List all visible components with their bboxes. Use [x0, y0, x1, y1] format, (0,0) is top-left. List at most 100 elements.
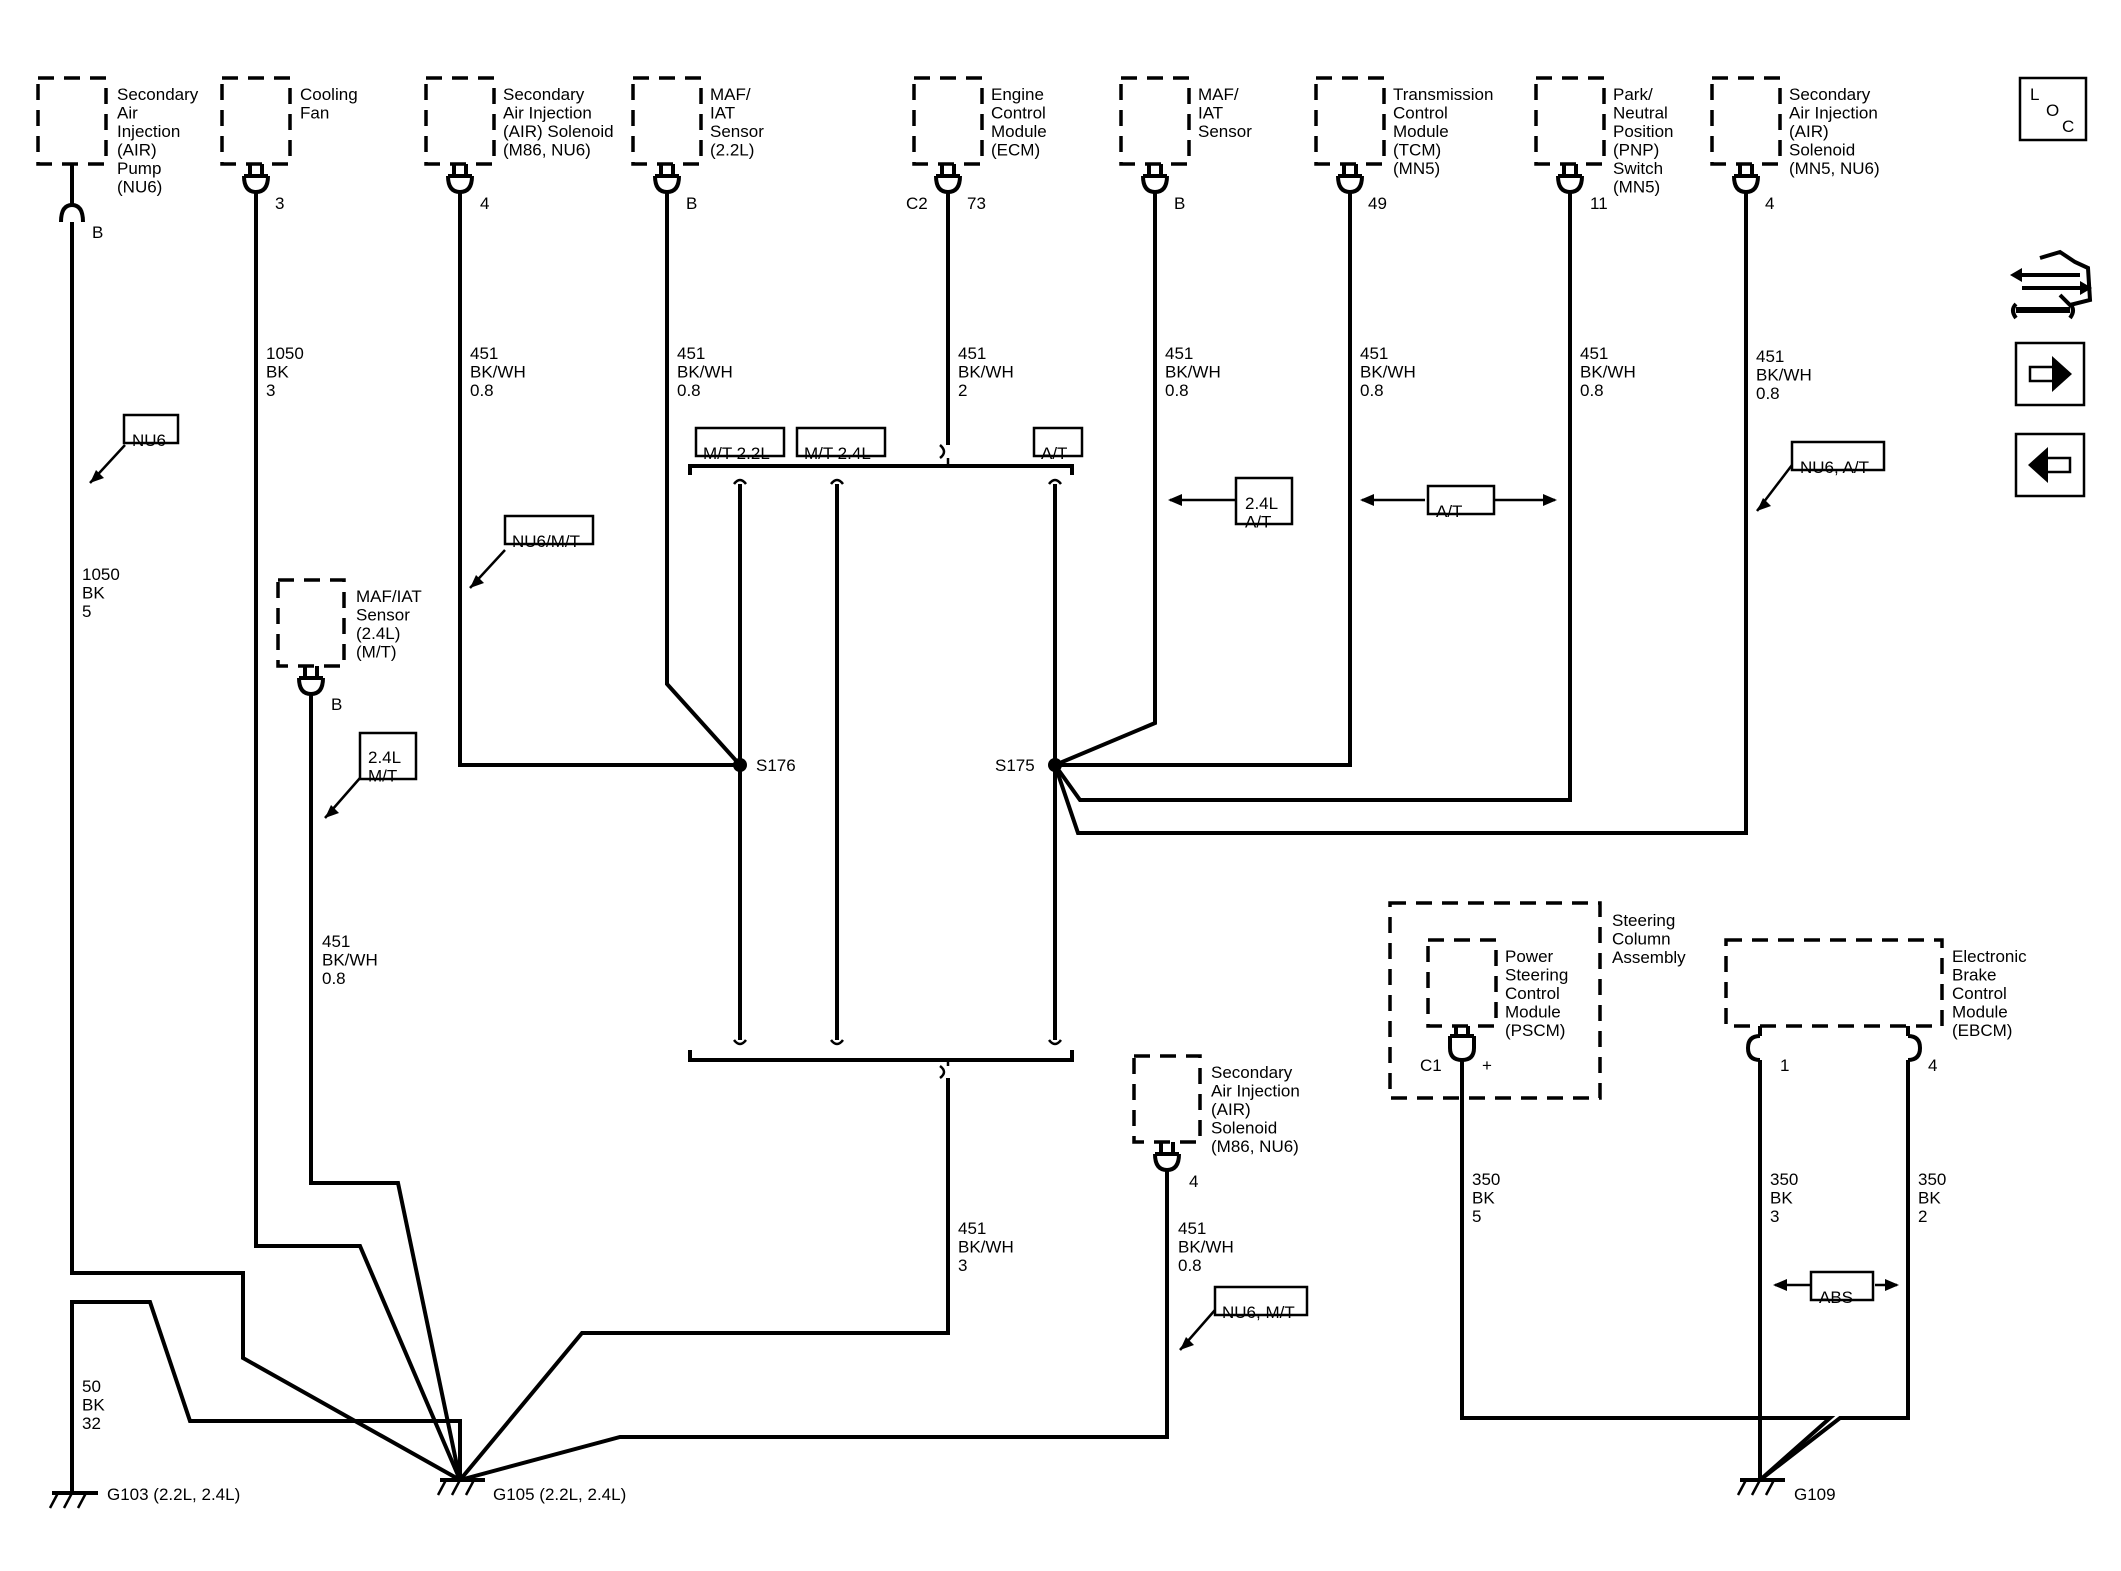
component-label: Pump [117, 159, 161, 178]
component-label: MAF/ [1198, 85, 1239, 104]
component-label: IAT [710, 104, 735, 123]
wire-1050-bk-5[interactable] [70, 222, 461, 1482]
component-label: (EBCM) [1952, 1021, 2012, 1040]
ground-label: G105 (2.2L, 2.4L) [493, 1485, 626, 1504]
component-label: Sensor [710, 122, 764, 141]
component-label: Module [1393, 122, 1449, 141]
maf-iat-24-box[interactable] [276, 578, 346, 668]
component-label: Control [991, 104, 1046, 123]
wire-label: BK/WH [677, 363, 733, 382]
cooling-fan-box[interactable] [220, 76, 292, 166]
connector-swap-button[interactable] [2010, 249, 2093, 320]
component-label: Secondary [503, 85, 585, 104]
pnp-switch-box[interactable] [1534, 76, 1606, 166]
pin-label: B [686, 194, 697, 213]
wire-451-tcm[interactable] [1055, 192, 1352, 767]
option-tag-label: 2.4L [368, 748, 401, 767]
component-label: Cooling [300, 85, 358, 104]
text-layer: SecondaryAirInjection(AIR)Pump(NU6)Cooli… [82, 85, 2027, 1504]
wire-451-air-solenoid[interactable] [458, 192, 740, 767]
wire-label: BK/WH [958, 1238, 1014, 1257]
ground-g103-icon[interactable] [48, 1491, 98, 1509]
ecm-box[interactable] [912, 76, 984, 166]
loc-letter-l: L [2030, 85, 2039, 104]
connector-pin [1448, 1026, 1476, 1063]
ebcm-box[interactable] [1724, 938, 1944, 1028]
wire-451-air-mn5[interactable] [1053, 192, 1748, 835]
air-solenoid-box[interactable] [424, 76, 496, 166]
wire-label: 5 [82, 602, 91, 621]
next-page-button[interactable] [2014, 341, 2086, 407]
wire-label: 1050 [266, 344, 304, 363]
option-tag-label: M/T [368, 767, 397, 786]
component-label: Neutral [1613, 104, 1668, 123]
component-label: Injection [117, 122, 180, 141]
air-pump-box[interactable] [36, 76, 108, 166]
connector-pin [1556, 164, 1584, 195]
component-label: Transmission [1393, 85, 1493, 104]
wire-label: 0.8 [677, 381, 701, 400]
wire-label: BK/WH [1165, 363, 1221, 382]
wire-label: 451 [958, 344, 986, 363]
splice-brackets [688, 444, 1074, 1079]
wire-1050-bk-3[interactable] [254, 192, 462, 1481]
splice-label: S175 [995, 756, 1035, 775]
pin-label: 49 [1368, 194, 1387, 213]
wire-50-bk-32[interactable] [70, 1300, 462, 1493]
ground-g105-icon[interactable] [436, 1478, 485, 1496]
pin-label: B [1174, 194, 1185, 213]
pin-label: 4 [1189, 1172, 1198, 1191]
wire-label: BK [82, 1396, 105, 1415]
wire-label: 2 [1918, 1207, 1927, 1226]
wire-350-bk-2[interactable] [1758, 1060, 1910, 1482]
maf-iat-22-box[interactable] [631, 76, 703, 166]
pin-label: B [331, 695, 342, 714]
wire-451-maf-24[interactable] [309, 694, 462, 1481]
wire-451-air-m86[interactable] [459, 1170, 1169, 1482]
component-label: Steering [1505, 966, 1568, 985]
wire-451-maf[interactable] [1054, 192, 1157, 767]
wire-451-pnp[interactable] [1053, 192, 1572, 802]
air-solenoid-m86-box[interactable] [1132, 1054, 1202, 1144]
pin-label: 3 [275, 194, 284, 213]
connector-pin [242, 164, 270, 195]
option-tag-frames [122, 413, 1886, 1317]
previous-page-button[interactable] [2014, 432, 2086, 498]
component-label: Switch [1613, 159, 1663, 178]
wire-451-bkwh-3[interactable] [458, 1078, 950, 1482]
wire-label: 451 [322, 932, 350, 951]
wire-label: 1050 [82, 565, 120, 584]
component-boxes [36, 76, 1944, 1144]
component-label: Air Injection [503, 104, 592, 123]
wire-451-maf-22[interactable] [665, 192, 742, 767]
wire-label: 3 [266, 381, 275, 400]
pin-label: B [92, 223, 103, 242]
wire-label: 0.8 [1580, 381, 1604, 400]
loc-button[interactable]: L O C [2018, 76, 2088, 142]
maf-iat-box[interactable] [1119, 76, 1191, 166]
steering-column-box[interactable] [1388, 901, 1602, 1100]
wire-label: BK [1472, 1189, 1495, 1208]
wire-label: 451 [958, 1219, 986, 1238]
pscm-box[interactable] [1426, 938, 1498, 1028]
wire-label: 350 [1770, 1170, 1798, 1189]
wire-label: 50 [82, 1377, 101, 1396]
component-label: (MN5, NU6) [1789, 159, 1880, 178]
component-label: Control [1505, 984, 1560, 1003]
component-label: Control [1393, 104, 1448, 123]
ground-symbols [48, 1478, 1785, 1509]
air-solenoid-mn5-box[interactable] [1710, 76, 1782, 166]
component-label: Column [1612, 930, 1671, 949]
wire-label: 451 [1165, 344, 1193, 363]
splice-s176-dot[interactable] [733, 758, 747, 772]
splice-label: S176 [756, 756, 796, 775]
ground-g109-icon[interactable] [1736, 1478, 1785, 1496]
component-label: MAF/IAT [356, 587, 422, 606]
splice-s175-dot[interactable] [1048, 758, 1062, 772]
wire-350-bk-5[interactable] [1460, 1060, 1836, 1482]
component-label: Secondary [1211, 1063, 1293, 1082]
option-arrows [89, 444, 1899, 1351]
tcm-box[interactable] [1314, 76, 1386, 166]
loc-letter-c: C [2062, 117, 2074, 136]
component-label: Secondary [1789, 85, 1871, 104]
